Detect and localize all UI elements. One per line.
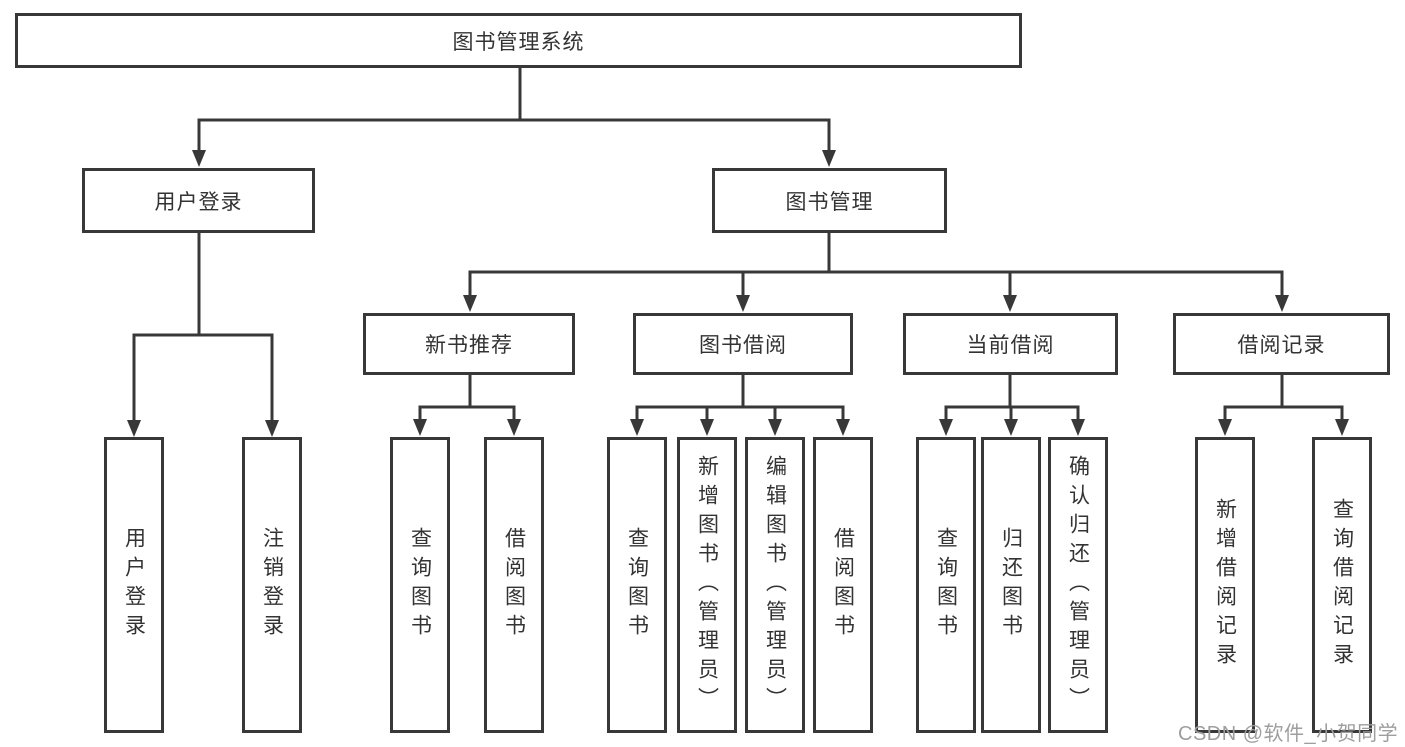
leaf-user-login: 用户登录 bbox=[104, 437, 164, 733]
leaf-recommend-borrow-books: 借阅图书 bbox=[484, 437, 544, 733]
leaf-record-query-borrow-record: 查询借阅记录 bbox=[1312, 437, 1372, 733]
node-borrow-record: 借阅记录 bbox=[1173, 313, 1390, 375]
node-current-borrow: 当前借阅 bbox=[903, 313, 1118, 375]
node-book-management: 图书管理 bbox=[712, 168, 947, 233]
node-user-login: 用户登录 bbox=[82, 168, 315, 233]
leaf-borrow-borrow-books: 借阅图书 bbox=[813, 437, 873, 733]
csdn-watermark: CSDN @软件_小贺同学 bbox=[1178, 723, 1399, 745]
leaf-recommend-query-books: 查询图书 bbox=[390, 437, 450, 733]
node-library-management-system: 图书管理系统 bbox=[15, 13, 1022, 68]
node-new-book-recommend: 新书推荐 bbox=[363, 313, 575, 375]
leaf-current-return-books: 归还图书 bbox=[981, 437, 1041, 733]
leaf-record-add-borrow-record: 新增借阅记录 bbox=[1195, 437, 1255, 733]
leaf-borrow-add-books-admin: 新增图书（管理员） bbox=[677, 437, 737, 733]
leaf-logout: 注销登录 bbox=[242, 437, 302, 733]
leaf-current-query-books: 查询图书 bbox=[916, 437, 976, 733]
node-book-borrow: 图书借阅 bbox=[633, 313, 853, 375]
leaf-borrow-query-books: 查询图书 bbox=[607, 437, 667, 733]
leaf-current-confirm-return-admin: 确认归还（管理员） bbox=[1048, 437, 1108, 733]
leaf-borrow-edit-books-admin: 编辑图书（管理员） bbox=[745, 437, 805, 733]
